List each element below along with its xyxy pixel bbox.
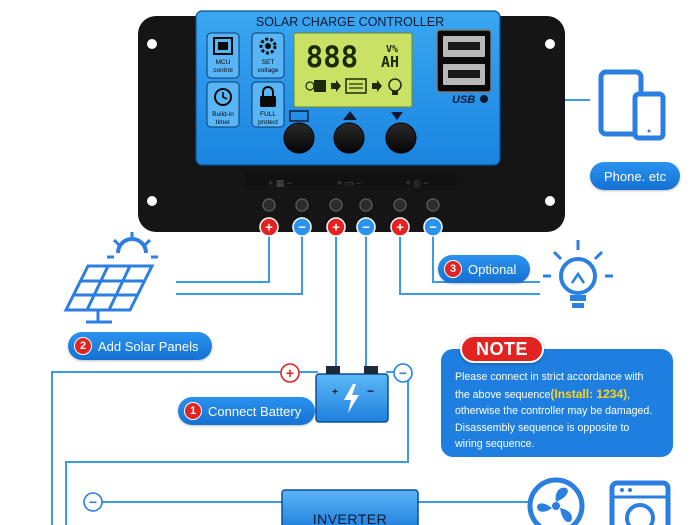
- svg-text:FULL: FULL: [260, 111, 276, 118]
- mount-hole: [147, 196, 157, 206]
- down-button[interactable]: [385, 122, 417, 154]
- battery-polarity-markers: + − −: [83, 363, 413, 512]
- terminal-sign: −: [429, 220, 437, 235]
- lock-icon: [260, 86, 276, 107]
- note-line-3: otherwise the controller may be damaged.: [455, 405, 653, 417]
- terminal-sign: +: [332, 220, 340, 235]
- lcd-bulb-icon: [388, 78, 402, 95]
- solar-panel-icon: [63, 232, 158, 324]
- lcd-battery-icon: [345, 78, 367, 94]
- battery-label: 1 Connect Battery: [178, 397, 316, 425]
- solar-label-text: Add Solar Panels: [98, 338, 199, 354]
- clock-icon: [214, 88, 232, 106]
- battery-label-text: Connect Battery: [208, 403, 302, 419]
- mount-hole: [545, 39, 555, 49]
- wires: [51, 236, 540, 525]
- terminal-screws: [262, 198, 440, 212]
- note-badge: NOTE: [460, 335, 544, 363]
- polarity-markers: + − + − + −: [259, 217, 443, 237]
- phone-tablet-icon: [598, 69, 666, 141]
- solar-label: 2 Add Solar Panels: [68, 332, 213, 360]
- gear-icon: [259, 37, 277, 55]
- usb-symbol-icon: [480, 95, 488, 103]
- note-line-2: the above sequence(Install: 1234),: [455, 386, 631, 401]
- lightning-icon: [344, 384, 359, 413]
- lcd-sun-panel-icon: [305, 80, 326, 92]
- terminal-sign: +: [265, 220, 273, 235]
- svg-text:MCU: MCU: [216, 59, 231, 66]
- mount-hole: [545, 196, 555, 206]
- load-terminal-icon: + ◎ −: [405, 178, 428, 188]
- note-box: Please connect in strict accordance with…: [441, 349, 673, 457]
- usb-label: USB: [452, 94, 475, 106]
- controller-title: SOLAR CHARGE CONTROLLER: [256, 15, 444, 29]
- down-arrow-icon: [391, 112, 403, 120]
- fan-icon: [527, 477, 585, 525]
- terminal-block: + ▦ − + ▭ − + ◎ −: [245, 172, 457, 212]
- optional-label-text: Optional: [468, 261, 517, 277]
- svg-text:−: −: [367, 384, 374, 398]
- wire-solar-positive: [176, 236, 270, 283]
- svg-text:−: −: [399, 365, 407, 381]
- feature-tiles: MCU control SET voltage Build-in timer F…: [206, 32, 285, 128]
- lcd-display: 888 V% AH: [293, 32, 413, 108]
- inverter: INVERTER: [281, 489, 419, 525]
- up-arrow-icon: [343, 111, 357, 120]
- svg-text:control: control: [213, 67, 233, 74]
- terminal-sign: −: [362, 220, 370, 235]
- lcd-arrow-icon: [372, 80, 382, 92]
- step-number-3: 3: [444, 260, 462, 278]
- lcd-digits: 888: [306, 40, 358, 74]
- step-number-2: 2: [74, 337, 92, 355]
- phone-label-text: Phone. etc: [604, 168, 667, 184]
- lcd-unit-bottom: AH: [381, 53, 399, 71]
- phone-label: Phone. etc: [590, 162, 681, 190]
- svg-text:Build-in: Build-in: [212, 111, 234, 118]
- svg-text:+: +: [332, 387, 338, 398]
- inverter-label: INVERTER: [313, 511, 388, 525]
- battery-mode-icon: [289, 110, 309, 122]
- up-button[interactable]: [333, 122, 365, 154]
- solar-terminal-icon: + ▦ −: [268, 178, 292, 188]
- note-line-1: Please connect in strict accordance with: [455, 371, 644, 383]
- step-number-1: 1: [184, 402, 202, 420]
- wire-load-positive: [399, 236, 540, 295]
- optional-label: 3 Optional: [438, 255, 531, 283]
- light-bulb-icon: [543, 240, 613, 308]
- svg-text:protect: protect: [258, 119, 278, 126]
- mount-hole: [147, 39, 157, 49]
- battery-icon: + −: [315, 366, 389, 423]
- charge-controller: SOLAR CHARGE CONTROLLER MCU control SET …: [138, 10, 565, 237]
- terminal-sign: −: [298, 220, 306, 235]
- control-buttons: [283, 110, 417, 154]
- menu-button[interactable]: [283, 122, 315, 154]
- wire-inverter-positive: [51, 371, 318, 525]
- terminal-sign: +: [396, 220, 404, 235]
- lcd-unit-top: V%: [386, 44, 398, 55]
- svg-text:voltage: voltage: [258, 67, 279, 74]
- note-line-5: wiring sequence.: [455, 438, 535, 450]
- svg-text:+: +: [286, 365, 294, 381]
- washing-machine-icon: [609, 480, 671, 525]
- battery-terminal-icon: + ▭ −: [337, 178, 361, 188]
- note-line-4: Disassembly sequence is opposite to: [455, 421, 630, 434]
- wire-solar-negative: [176, 236, 303, 295]
- svg-text:−: −: [89, 494, 97, 510]
- usb-port[interactable]: [436, 29, 492, 93]
- svg-text:timer: timer: [216, 119, 231, 126]
- lcd-arrow-icon: [331, 80, 341, 92]
- install-order-highlight: (Install: 1234): [550, 386, 628, 401]
- chip-icon: [213, 37, 233, 55]
- svg-text:SET: SET: [262, 59, 275, 66]
